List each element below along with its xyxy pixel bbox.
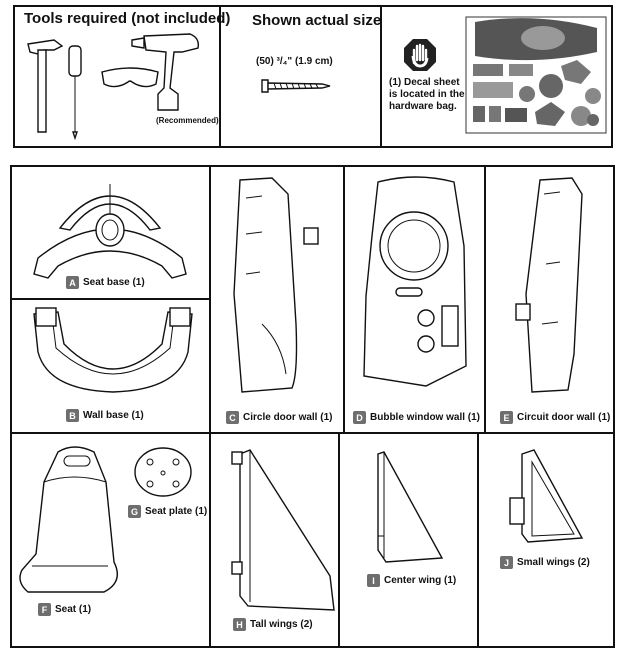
circle-door-wall-illustration (233, 177, 319, 393)
divider (343, 166, 345, 432)
divider (477, 433, 479, 647)
screwdriver-icon (68, 45, 82, 140)
seat-base-illustration (33, 184, 187, 279)
recommended-label: (Recommended) (156, 116, 219, 125)
tall-wings-illustration (231, 449, 335, 611)
divider (209, 166, 211, 647)
parts-panel (10, 165, 615, 648)
seat-plate-illustration (134, 447, 192, 497)
hand-stop-icon (404, 39, 436, 71)
divider (380, 6, 382, 147)
decal-note: (1) Decal sheet is located in the hardwa… (389, 77, 465, 112)
actual-size-title: Shown actual size (252, 12, 382, 29)
screw-icon (261, 79, 331, 93)
tools-panel (13, 5, 613, 148)
divider (219, 6, 221, 147)
safety-goggles-icon (101, 67, 159, 88)
hammer-icon (27, 39, 64, 133)
small-wings-illustration (509, 449, 584, 543)
tools-title: Tools required (not included) (24, 10, 231, 27)
divider (11, 298, 209, 300)
bubble-window-wall-illustration (363, 176, 467, 387)
screw-label: (50) ³/₄" (1.9 cm) (256, 56, 333, 67)
decal-sheet-image (465, 16, 607, 134)
divider (338, 433, 340, 647)
divider (484, 166, 486, 432)
divider (11, 432, 614, 434)
wall-base-illustration (33, 307, 193, 393)
power-drill-icon (131, 33, 200, 111)
center-wing-illustration (377, 451, 444, 563)
circuit-door-wall-illustration (515, 177, 583, 393)
seat-illustration (19, 446, 118, 593)
